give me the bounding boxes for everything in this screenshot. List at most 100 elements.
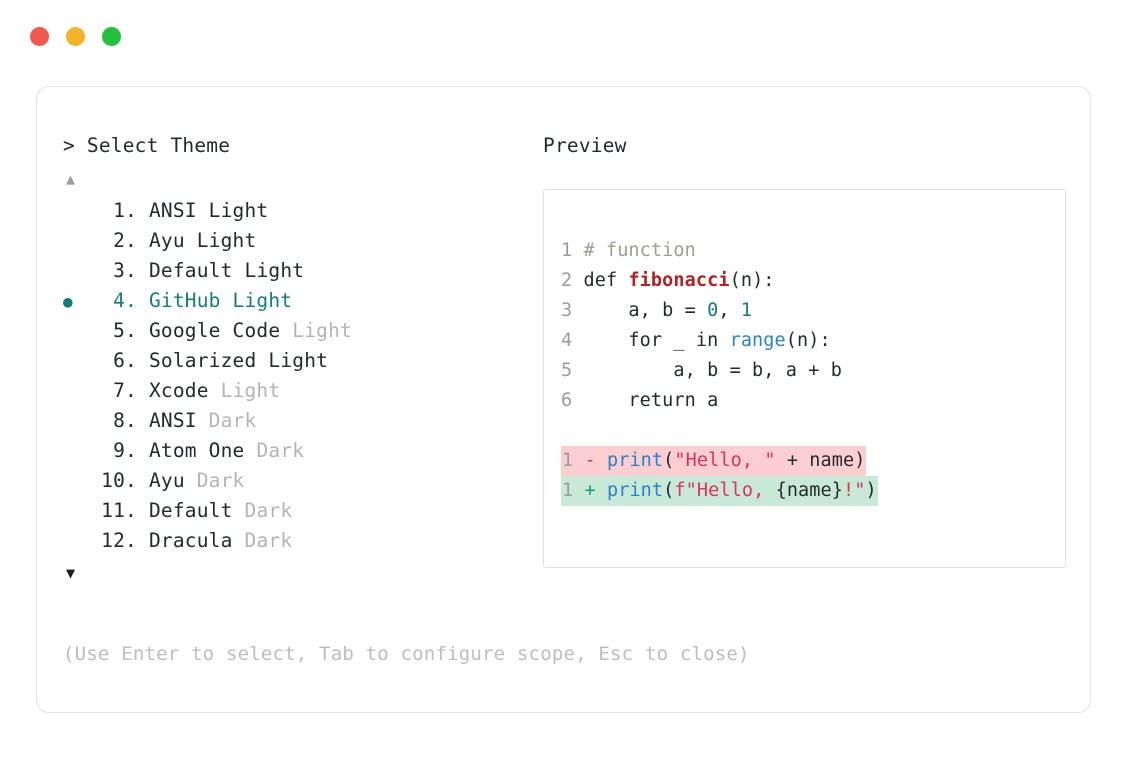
theme-item-index: 2.	[113, 229, 137, 252]
code-token: + name)	[775, 450, 866, 471]
code-line: 1 # function	[561, 236, 1059, 266]
spacer	[185, 466, 197, 496]
theme-list-item[interactable]: 11. Default Dark	[63, 496, 533, 526]
code-token: print	[606, 450, 664, 471]
theme-item-name: Dracula	[148, 529, 233, 552]
spacer	[280, 316, 292, 346]
theme-item-variant-tag: Light	[268, 349, 329, 372]
theme-item-name: Solarized	[148, 349, 257, 372]
theme-list-item[interactable]: 2. Ayu Light	[63, 226, 533, 256]
spacer	[137, 226, 149, 256]
theme-list-item[interactable]: 10. Ayu Dark	[63, 466, 533, 496]
theme-list-item[interactable]: 7. Xcode Light	[63, 376, 533, 406]
code-token: (n):	[729, 270, 775, 291]
diff-sign: +	[584, 480, 607, 501]
selected-bullet-icon: ●	[63, 292, 73, 311]
spacer	[137, 436, 149, 466]
theme-list-item[interactable]: 12. Dracula Dark	[63, 526, 533, 556]
spacer	[137, 286, 149, 316]
code-token: "Hello, "	[674, 450, 776, 471]
diff-highlight: 1 + print(f"Hello, {name}!")	[561, 476, 878, 506]
theme-list-item[interactable]: ●4. GitHub Light	[63, 286, 533, 316]
spacer	[137, 316, 149, 346]
window-traffic-lights	[30, 27, 121, 46]
close-window-icon[interactable]	[30, 27, 49, 46]
theme-item-index: 12.	[101, 529, 137, 552]
spacer	[221, 286, 233, 316]
code-token: (n):	[785, 330, 831, 351]
spacer	[137, 466, 149, 496]
preview-label: Preview	[543, 134, 627, 157]
theme-item-index: 6.	[113, 349, 137, 372]
spacer	[137, 346, 149, 376]
theme-item-index: 10.	[101, 469, 137, 492]
code-token: !"	[843, 480, 866, 501]
page-title: Select Theme	[86, 134, 231, 157]
code-line: 5 a, b = b, a + b	[561, 356, 1059, 386]
theme-item-variant-tag: Light	[208, 199, 269, 222]
code-token: f"Hello,	[674, 480, 776, 501]
scroll-down-arrow-icon[interactable]: ▼	[66, 564, 76, 582]
theme-item-index: 9.	[113, 439, 137, 462]
theme-item-name: Default	[148, 499, 233, 522]
theme-list-item[interactable]: 1. ANSI Light	[63, 196, 533, 226]
theme-item-index: 4.	[113, 289, 137, 312]
theme-item-variant-tag: Dark	[256, 439, 305, 462]
theme-item-index: 11.	[101, 499, 137, 522]
scroll-up-arrow-icon[interactable]: ▲	[66, 170, 76, 188]
diff-highlight: 1 - print("Hello, " + name)	[561, 446, 867, 476]
line-number: 1	[562, 450, 585, 471]
spacer	[197, 196, 209, 226]
theme-item-variant-tag: Dark	[244, 499, 293, 522]
code-line: 4 for _ in range(n):	[561, 326, 1059, 356]
line-number: 3	[561, 300, 584, 321]
code-token: ,	[718, 300, 741, 321]
minimize-window-icon[interactable]	[66, 27, 85, 46]
theme-item-variant-tag: Light	[292, 319, 352, 342]
theme-item-index: 5.	[113, 319, 137, 342]
spacer	[233, 496, 245, 526]
line-number: 1	[561, 240, 584, 261]
theme-item-variant-tag: Light	[244, 259, 305, 282]
prompt-marker: >	[63, 134, 75, 157]
code-token: (	[663, 480, 675, 501]
theme-list-item[interactable]: 3. Default Light	[63, 256, 533, 286]
spacer	[209, 376, 221, 406]
maximize-window-icon[interactable]	[102, 27, 121, 46]
code-token: )	[865, 480, 877, 501]
spacer	[197, 406, 209, 436]
spacer	[137, 256, 149, 286]
line-number: 2	[561, 270, 584, 291]
diff-line-del: 1 - print("Hello, " + name)	[561, 446, 1059, 476]
theme-item-name: ANSI	[148, 409, 197, 432]
spacer	[137, 496, 149, 526]
theme-item-variant-tag: Dark	[196, 469, 245, 492]
theme-list-item[interactable]: 6. Solarized Light	[63, 346, 533, 376]
line-number: 6	[561, 390, 584, 411]
theme-item-variant-tag: Dark	[244, 529, 293, 552]
theme-list-item[interactable]: 9. Atom One Dark	[63, 436, 533, 466]
spacer	[256, 346, 268, 376]
code-token: a, b =	[583, 300, 708, 321]
spacer	[244, 436, 256, 466]
code-token: {name}	[775, 480, 844, 501]
prompt-header: > Select Theme	[63, 132, 533, 160]
line-number: 4	[561, 330, 584, 351]
spacer	[233, 256, 245, 286]
code-token: return a	[583, 390, 719, 411]
theme-list-item[interactable]: 5. Google Code Light	[63, 316, 533, 346]
theme-list-item[interactable]: 8. ANSI Dark	[63, 406, 533, 436]
code-line: 3 a, b = 0, 1	[561, 296, 1059, 326]
theme-item-index: 1.	[113, 199, 137, 222]
theme-item-index: 7.	[113, 379, 137, 402]
theme-item-name: GitHub	[148, 289, 221, 312]
theme-item-name: Atom One	[148, 439, 245, 462]
diff-line-add: 1 + print(f"Hello, {name}!")	[561, 476, 1059, 506]
theme-item-variant-tag: Dark	[208, 409, 257, 432]
theme-item-index: 8.	[113, 409, 137, 432]
theme-item-name: Ayu	[148, 469, 185, 492]
